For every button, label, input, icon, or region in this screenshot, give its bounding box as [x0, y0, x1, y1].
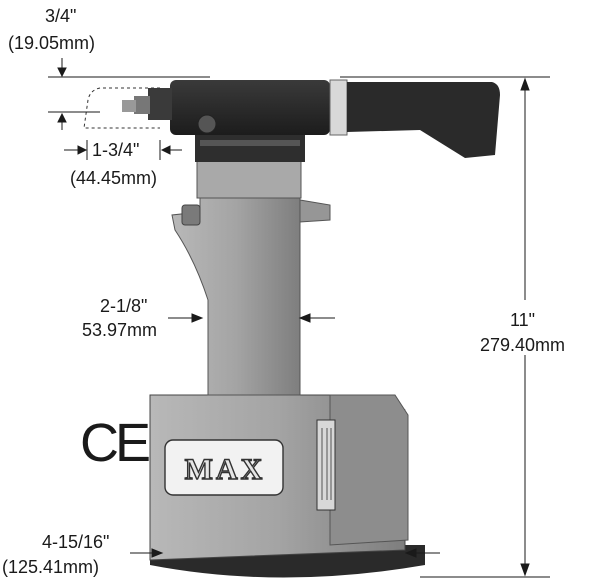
- overall-height-imperial: 11": [510, 310, 536, 330]
- nose-length-metric: (44.45mm): [70, 168, 158, 188]
- nose-height-metric: (19.05mm): [8, 33, 96, 53]
- grip-handle: [171, 194, 301, 396]
- base-width-imperial: 4-15/16": [42, 532, 110, 552]
- air-fitting: [181, 204, 201, 226]
- adjust-knob: [197, 114, 217, 134]
- overall-height-metric: 279.40mm: [480, 335, 566, 355]
- base-width-metric: (125.41mm): [2, 557, 100, 577]
- nose-piece: [148, 88, 172, 120]
- nose-extended-outline: [83, 87, 160, 129]
- nose-height-imperial: 3/4": [45, 6, 77, 26]
- grip-width-metric: 53.97mm: [82, 320, 158, 340]
- rear-handle: [347, 82, 500, 158]
- grip-ridge: [299, 199, 331, 223]
- grip-width-imperial: 2-1/8": [100, 296, 148, 316]
- ce-mark: CE: [80, 413, 151, 473]
- brand-band: [164, 439, 284, 496]
- nose-length-imperial: 1-3/4": [92, 140, 140, 160]
- base-side-panel: [329, 394, 409, 546]
